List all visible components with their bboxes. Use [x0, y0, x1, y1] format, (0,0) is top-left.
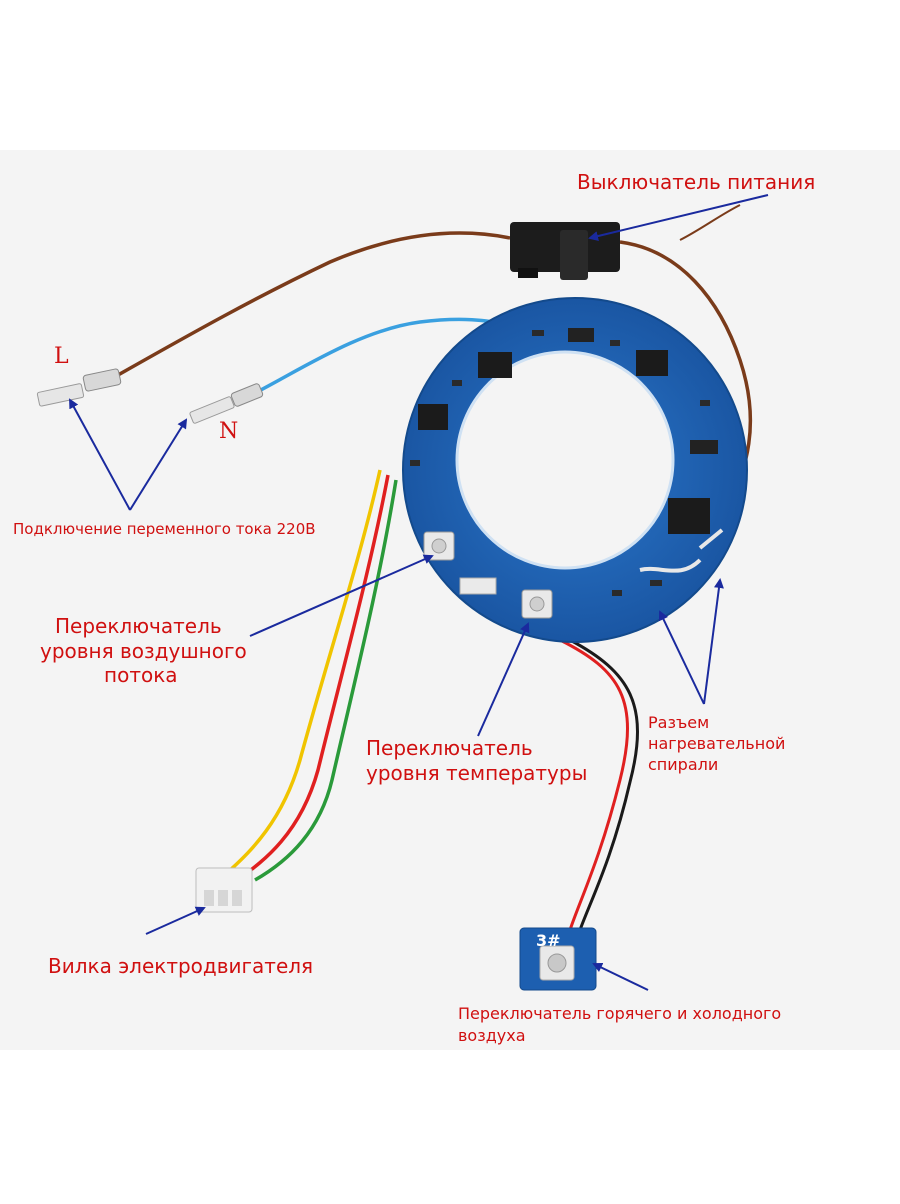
- green-wire: [254, 479, 398, 882]
- motor-plug-label: Вилка электродвигателя: [48, 954, 314, 978]
- heater-connector-label-line1: Разъем: [648, 713, 710, 732]
- brown-wire: [117, 231, 511, 377]
- photo-background: [0, 150, 900, 1050]
- arrow-l-terminal: [69, 398, 131, 511]
- black-wire-small-board: [569, 638, 639, 931]
- red-wire: [238, 474, 390, 880]
- n-terminal: [189, 383, 264, 424]
- arrow-motor-plug: [145, 906, 206, 935]
- airflow-switch-label-line3: потока: [104, 663, 178, 687]
- ic-chip: [478, 352, 512, 378]
- heater-connector-label-line2: нагревательной: [648, 734, 786, 753]
- ic-chip: [636, 350, 668, 376]
- ic-chip: [568, 328, 594, 342]
- ic-chip: [690, 440, 718, 454]
- small-board-marking: 3#: [536, 931, 561, 950]
- n-label: N: [219, 419, 239, 444]
- airflow-switch-label-line2: уровня воздушного: [40, 639, 247, 663]
- arrow-power-switch: [588, 194, 769, 241]
- pcb-ring: [402, 297, 748, 643]
- arrow-temp-switch: [477, 622, 530, 737]
- power-switch-body: [510, 222, 620, 280]
- hot-cold-board: [519, 927, 597, 991]
- temp-switch-label-line2: уровня температуры: [366, 761, 588, 785]
- heater-pad: [639, 558, 702, 573]
- ic-chip: [668, 498, 710, 534]
- yellow-wire: [223, 469, 382, 877]
- airflow-switch-label-line1: Переключатель: [55, 614, 222, 638]
- ac-connection-label: Подключение переменного тока 220В: [13, 520, 316, 538]
- l-label: L: [54, 344, 69, 369]
- pcb-connector-header: [459, 577, 497, 595]
- heater-connector-label-line3: спирали: [648, 755, 719, 774]
- power-switch-label: Выключатель питания: [577, 170, 816, 194]
- heater-pad: [698, 528, 724, 550]
- ic-chip: [418, 404, 448, 430]
- arrow-hot-cold: [592, 962, 649, 991]
- l-terminal: [36, 368, 122, 407]
- motor-plug-connector: [195, 867, 253, 913]
- red-wire-small-board: [559, 638, 629, 931]
- hot-cold-switch-label-line1: Переключатель горячего и холодного: [458, 1004, 782, 1023]
- arrow-heater-2: [703, 578, 724, 705]
- hot-cold-switch-label-line2: воздуха: [458, 1026, 526, 1045]
- brown-wire-3: [679, 204, 741, 241]
- arrow-heater-1: [658, 610, 705, 705]
- blue-wire: [254, 317, 506, 395]
- arrow-airflow-switch: [249, 554, 434, 637]
- arrow-n-terminal: [129, 418, 188, 511]
- temp-switch-label-line1: Переключатель: [366, 736, 533, 760]
